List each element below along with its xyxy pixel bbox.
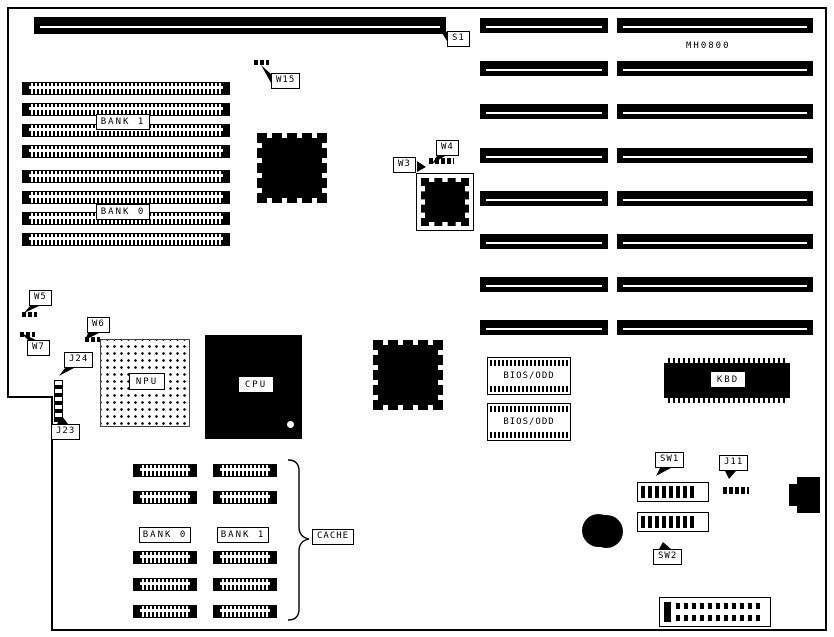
expansion-slot <box>480 191 608 206</box>
dip-switch-sw2 <box>637 512 709 532</box>
pin-row <box>676 603 764 609</box>
label-w7: W7 <box>27 340 50 356</box>
expansion-slot <box>480 18 608 33</box>
expansion-slot <box>480 277 608 292</box>
cache-socket <box>213 464 277 477</box>
callout-pointer <box>659 542 671 549</box>
expansion-slot <box>480 148 608 163</box>
cache-socket <box>133 605 197 618</box>
callout-pointer <box>656 468 671 476</box>
label-sw2: SW2 <box>653 549 683 565</box>
callout-pointer <box>24 306 39 313</box>
memory-socket <box>22 82 230 95</box>
memory-socket <box>22 233 230 246</box>
jumper-w15 <box>254 60 269 65</box>
cache-socket <box>133 491 197 504</box>
label-w4: W4 <box>436 140 459 156</box>
npu-socket <box>100 339 190 427</box>
expansion-slot <box>480 320 608 335</box>
memory-socket <box>22 145 230 158</box>
expansion-slot <box>480 234 608 249</box>
board-outline <box>7 7 827 631</box>
kbd-pins-bottom <box>668 398 786 403</box>
label-j11: J11 <box>719 455 749 471</box>
label-w6: W6 <box>87 317 110 333</box>
callout-pointer <box>261 65 271 83</box>
memory-bank0-label: BANK 0 <box>96 204 150 220</box>
jumper-w5 <box>22 312 37 317</box>
cache-socket <box>133 464 197 477</box>
jumper-w4 <box>429 158 454 164</box>
cache-socket <box>213 491 277 504</box>
cache-brace <box>287 459 310 621</box>
dip-switch-positions <box>641 516 695 528</box>
memory-bank1-label: BANK 1 <box>96 114 150 130</box>
expansion-slot <box>617 320 813 335</box>
npu-label: NPU <box>129 373 165 390</box>
bios-bottom-label: BIOS/ODD <box>503 417 555 427</box>
label-w5: W5 <box>29 290 52 306</box>
dip-switch-positions <box>641 486 695 498</box>
qfp-chip <box>257 133 327 203</box>
label-s1: S1 <box>447 31 470 47</box>
label-w3: W3 <box>393 157 416 173</box>
jumper-w6 <box>85 337 100 342</box>
kbd-pins-top <box>668 358 786 363</box>
cache-socket <box>213 551 277 564</box>
expansion-slot <box>617 148 813 163</box>
cpu-pin1-dot <box>287 421 294 428</box>
expansion-slot <box>617 104 813 119</box>
callout-pointer <box>417 161 426 172</box>
qfp-chip <box>373 340 443 410</box>
expansion-slot <box>480 61 608 76</box>
pin-row <box>676 615 764 621</box>
memory-socket <box>22 191 230 204</box>
cache-socket <box>133 551 197 564</box>
cache-socket <box>213 578 277 591</box>
jumper-w7 <box>20 332 35 337</box>
label-sw1: SW1 <box>655 452 685 468</box>
pin-header-key <box>664 602 671 622</box>
plcc-chip <box>421 178 469 226</box>
cpu-label: CPU <box>238 376 274 393</box>
keyboard-connector <box>797 477 820 513</box>
pin-header-j24 <box>54 380 63 422</box>
label-cache: CACHE <box>312 529 355 545</box>
expansion-slot <box>617 18 813 33</box>
board-model-text: MH0800 <box>686 41 731 51</box>
pin-header-j11 <box>723 487 749 494</box>
expansion-slot <box>617 277 813 292</box>
kbd-label: KBD <box>710 371 746 388</box>
cache-bank1-label: BANK 1 <box>217 527 269 543</box>
cache-bank0-label: BANK 0 <box>139 527 191 543</box>
label-j24: J24 <box>64 352 94 368</box>
label-w15: W15 <box>271 73 301 89</box>
keyboard-connector-tab <box>789 484 797 506</box>
slot-s1 <box>34 17 446 34</box>
bios-chip-top: BIOS/ODD <box>487 357 571 395</box>
expansion-slot <box>617 191 813 206</box>
speaker <box>590 515 623 548</box>
expansion-slot <box>480 104 608 119</box>
callout-pointer <box>725 471 736 479</box>
expansion-slot <box>617 61 813 76</box>
callout-pointer <box>59 368 74 376</box>
expansion-slot <box>617 234 813 249</box>
pin-header <box>659 597 771 627</box>
bios-chip-bottom: BIOS/ODD <box>487 403 571 441</box>
memory-socket <box>22 170 230 183</box>
dip-switch-sw1 <box>637 482 709 502</box>
cache-socket <box>133 578 197 591</box>
label-j23: J23 <box>51 424 81 440</box>
cache-socket <box>213 605 277 618</box>
bios-top-label: BIOS/ODD <box>503 371 555 381</box>
